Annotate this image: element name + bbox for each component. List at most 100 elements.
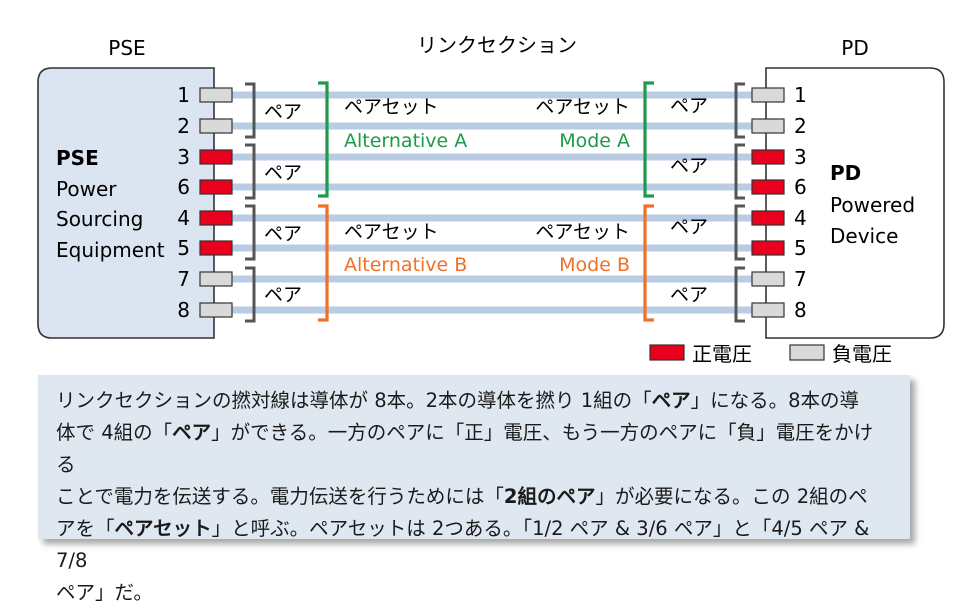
pse-pin-3 <box>199 149 233 165</box>
wire-4 <box>232 214 752 222</box>
caption-segment: 2組のペア <box>503 485 596 508</box>
poe-pair-diagram: PSE リンクセクション PD PSE Power Sourcing Equip… <box>37 33 945 366</box>
pair-bracket-left <box>245 266 256 323</box>
pd-pin-number: 5 <box>794 236 807 260</box>
pse-pin-5 <box>199 240 233 256</box>
wire-5 <box>232 244 752 252</box>
caption-line-4: アを「ペアセット」と呼ぶ。ペアセットは 2つある。「1/2 ペア & 3/6 ペ… <box>56 513 892 577</box>
pair-bracket-left <box>245 143 256 200</box>
pse-equipment-text: Equipment <box>56 238 165 262</box>
caption-segment: ペア」だ。 <box>56 581 153 604</box>
pair-bracket-right <box>734 82 745 139</box>
pse-pin-7 <box>199 271 233 287</box>
caption-line-1: リンクセクションの撚対線は導体が 8本。2本の導体を撚り 1組の「ペア」になる。… <box>56 385 892 417</box>
pair-label-right-45: ペア <box>670 216 708 238</box>
pse-power-text: Power <box>56 177 117 201</box>
pd-pin-number: 8 <box>794 298 807 322</box>
caption-segment: 」になる。8本の導 <box>690 389 860 412</box>
pse-pin-number: 7 <box>177 267 190 291</box>
pse-pin-number: 4 <box>177 206 190 230</box>
pair-label-left-78: ペア <box>264 284 302 306</box>
set-bracket-right-b <box>643 204 654 322</box>
pair-label-left-12: ペア <box>264 101 302 123</box>
pd-pin-8 <box>751 302 785 318</box>
pair-label-right-78: ペア <box>670 284 708 306</box>
pair-label-right-12: ペア <box>670 95 708 117</box>
pse-pin-number: 5 <box>177 236 190 260</box>
left-set-b-name: Alternative B <box>344 254 467 276</box>
right-set-b-title: ペアセット <box>535 221 630 243</box>
pd-header: PD <box>841 36 868 60</box>
legend-negative-swatch <box>789 344 825 361</box>
right-set-a-title: ペアセット <box>535 96 630 118</box>
pd-pin-4 <box>751 210 785 226</box>
pse-sourcing-text: Sourcing <box>56 207 143 231</box>
wire-8 <box>232 306 752 314</box>
pair-bracket-left <box>245 82 256 139</box>
right-set-b-name: Mode B <box>559 254 630 276</box>
pd-pin-number: 6 <box>794 175 807 199</box>
pse-pin-2 <box>199 118 233 134</box>
pse-pin-6 <box>199 179 233 195</box>
pd-device-text: Device <box>830 224 898 248</box>
legend-positive-swatch <box>649 344 685 361</box>
pd-pin-number: 7 <box>794 267 807 291</box>
pd-box <box>765 67 945 339</box>
caption-segment: ことで電力を伝送する。電力伝送を行うためには「 <box>56 485 504 508</box>
wire-3 <box>232 153 752 161</box>
pse-pin-number: 3 <box>177 145 190 169</box>
pd-pin-7 <box>751 271 785 287</box>
wire-6 <box>232 183 752 191</box>
caption-segment: 」が必要になる。この 2組のペ <box>595 485 868 508</box>
set-bracket-left-b <box>318 204 329 322</box>
pair-bracket-right <box>734 143 745 200</box>
pse-pin-number: 2 <box>177 114 190 138</box>
pair-label-right-36: ペア <box>670 155 708 177</box>
pd-pin-2 <box>751 118 785 134</box>
left-set-a-title: ペアセット <box>344 96 439 118</box>
wire-7 <box>232 275 752 283</box>
left-set-b-title: ペアセット <box>344 221 439 243</box>
pair-label-left-36: ペア <box>264 162 302 184</box>
pd-pin-5 <box>751 240 785 256</box>
caption-segment: ペア <box>172 421 212 444</box>
wire-1 <box>232 91 752 99</box>
caption-segment: 」ができる。一方のペアに「正」電圧、もう一方のペアに「負」電圧をかける <box>56 421 874 476</box>
link-section-header: リンクセクション <box>417 33 577 57</box>
pse-label: PSE <box>56 146 99 170</box>
pd-pin-1 <box>751 87 785 103</box>
pair-bracket-right <box>734 204 745 261</box>
legend-negative-label: 負電圧 <box>832 342 892 366</box>
set-bracket-left-a <box>318 81 329 198</box>
caption-line-3: ことで電力を伝送する。電力伝送を行うためには「2組のペア」が必要になる。この 2… <box>56 481 892 513</box>
caption-segment: ペア <box>651 389 691 412</box>
legend-positive-label: 正電圧 <box>692 342 752 366</box>
pair-label-left-45: ペア <box>264 223 302 245</box>
pd-pin-number: 2 <box>794 114 807 138</box>
right-set-a-name: Mode A <box>559 130 630 152</box>
pse-pin-4 <box>199 210 233 226</box>
pse-pin-number: 6 <box>177 175 190 199</box>
pd-pin-number: 4 <box>794 206 807 230</box>
pse-pin-number: 1 <box>177 83 190 107</box>
explanation-box: リンクセクションの撚対線は導体が 8本。2本の導体を撚り 1組の「ペア」になる。… <box>38 375 910 604</box>
left-set-a-name: Alternative A <box>344 130 467 152</box>
caption-segment: アを「 <box>56 517 115 540</box>
pd-pin-number: 1 <box>794 83 807 107</box>
pse-pin-8 <box>199 302 233 318</box>
pd-pin-number: 3 <box>794 145 807 169</box>
caption-segment: ペアセット <box>114 517 212 540</box>
pd-pin-6 <box>751 179 785 195</box>
pd-label: PD <box>830 161 861 185</box>
pse-header: PSE <box>108 36 145 60</box>
pse-pin-1 <box>199 87 233 103</box>
pd-powered-text: Powered <box>830 193 915 217</box>
wire-2 <box>232 122 752 130</box>
pd-pin-3 <box>751 149 785 165</box>
pair-bracket-right <box>734 266 745 323</box>
pse-box <box>37 67 215 339</box>
caption-segment: 体で 4組の「 <box>56 421 173 444</box>
caption-line-5: ペア」だ。 <box>56 577 892 609</box>
pse-pin-number: 8 <box>177 298 190 322</box>
caption-segment: リンクセクションの撚対線は導体が 8本。2本の導体を撚り 1組の「 <box>56 389 652 412</box>
